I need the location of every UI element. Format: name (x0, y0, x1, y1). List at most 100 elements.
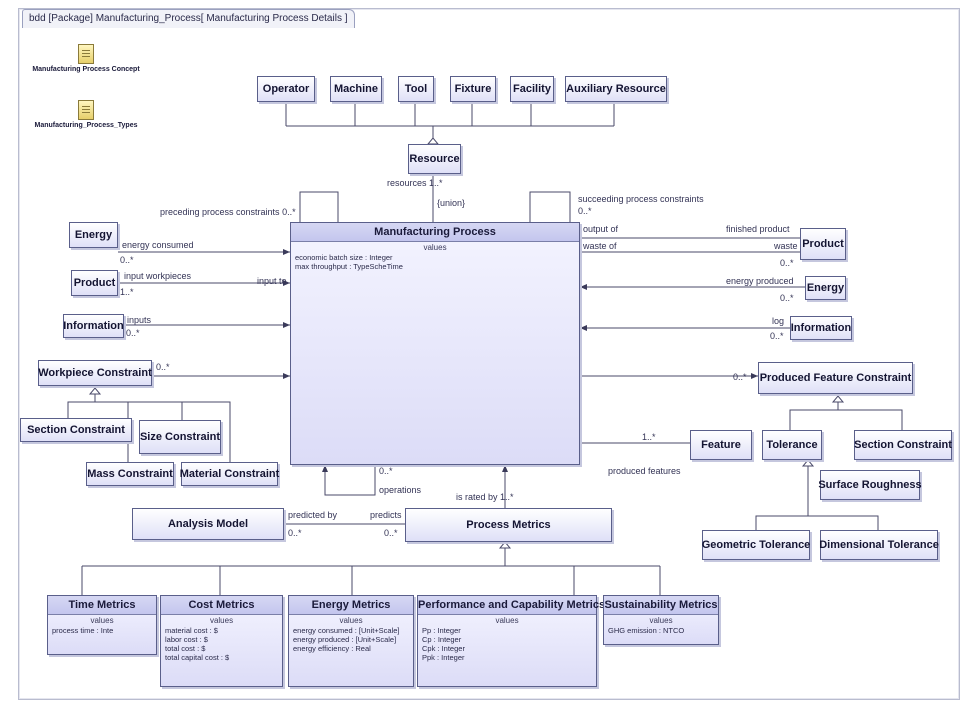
block-analysis-model[interactable]: Analysis Model (132, 508, 284, 540)
label-operations-mult: 0..* (379, 466, 393, 476)
label-metrics-mult: 0..* (384, 528, 398, 538)
label-resources: resources 1..* (387, 178, 443, 188)
attribute-row: GHG emission : NTCO (608, 626, 685, 635)
block-information-right[interactable]: Information (790, 316, 852, 340)
block-product-right[interactable]: Product (800, 228, 846, 260)
block-fixture[interactable]: Fixture (450, 76, 496, 102)
label-feature-mult: 1..* (642, 432, 656, 442)
attribute-row: Ppk : Integer (422, 653, 465, 662)
block-title: Cost Metrics (161, 596, 282, 615)
label-finished-product: finished product (726, 224, 790, 234)
label-energy-produced: energy produced (726, 276, 794, 286)
label-output-of: output of (583, 224, 619, 234)
attribute-row: energy consumed : [Unit+Scale] (293, 626, 400, 635)
values-compartment-label: values (649, 616, 673, 625)
block-auxiliary-resource[interactable]: Auxiliary Resource (565, 76, 667, 102)
attribute-row: Cp : Integer (422, 635, 462, 644)
block-machine[interactable]: Machine (330, 76, 382, 102)
label-predicted-by: predicted by (288, 510, 338, 520)
block-surface-roughness[interactable]: Surface Roughness (818, 470, 922, 500)
label-pfc-mult: 0..* (733, 372, 747, 382)
label-log: log (772, 316, 785, 326)
block-title: Time Metrics (48, 596, 156, 615)
label-input-workpieces: input workpieces (124, 271, 192, 281)
attribute-row: Pp : Integer (422, 626, 461, 635)
label-input-to: input to (257, 276, 287, 286)
label-succeeding-mult: 0..* (578, 206, 592, 216)
block-time-metrics[interactable]: Time Metrics values process time : Inte (47, 595, 157, 655)
label-succeeding: succeeding process constraints (578, 194, 704, 204)
block-dimensional-tolerance[interactable]: Dimensional Tolerance (819, 530, 939, 560)
block-resource[interactable]: Resource (408, 144, 461, 174)
package-icon (78, 44, 94, 64)
diagram-tab[interactable]: bdd [Package] Manufacturing_Process[ Man… (22, 9, 355, 28)
block-title: Manufacturing Process (291, 223, 579, 242)
label-is-rated-by: is rated by 1..* (456, 492, 514, 502)
package-types-label: Manufacturing_Process_Types (34, 122, 138, 129)
label-info-mult: 0..* (770, 331, 784, 341)
label-analysis-mult: 0..* (288, 528, 302, 538)
label-union: {union} (437, 198, 466, 208)
attribute-row: energy efficiency : Real (293, 644, 371, 653)
label-energy-consumed: energy consumed (122, 240, 194, 250)
label-input-mult: 1..* (120, 287, 134, 297)
block-produced-feature-constraint[interactable]: Produced Feature Constraint (758, 362, 913, 394)
label-waste-of: waste of (583, 241, 617, 251)
values-compartment-label: values (495, 616, 519, 625)
label-predicts: predicts (370, 510, 402, 520)
block-size-constraint[interactable]: Size Constraint (139, 420, 221, 454)
block-performance-capability-metrics[interactable]: Performance and Capability Metrics value… (417, 595, 605, 687)
attribute-row: Cpk : Integer (422, 644, 465, 653)
package-concept-label: Manufacturing Process Concept (32, 66, 140, 73)
block-title: Sustainability Metrics (604, 596, 718, 615)
attribute-row: max throughput : TypeScheTime (295, 262, 403, 271)
block-title: Performance and Capability Metrics (418, 596, 605, 615)
block-feature[interactable]: Feature (690, 430, 752, 460)
label-product-mult: 0..* (780, 258, 794, 268)
attribute-row: labor cost : $ (165, 635, 208, 644)
label-operations: operations (379, 485, 422, 495)
values-compartment-label: values (423, 243, 447, 252)
label-energy-produced-mult: 0..* (780, 293, 794, 303)
package-types[interactable]: Manufacturing_Process_Types (26, 100, 146, 129)
block-energy-right[interactable]: Energy (805, 276, 846, 300)
label-wp-mult: 0..* (156, 362, 170, 372)
attribute-row: total cost : $ (165, 644, 206, 653)
block-section-constraint-right[interactable]: Section Constraint (854, 430, 952, 460)
block-sustainability-metrics[interactable]: Sustainability Metrics values GHG emissi… (603, 595, 719, 645)
package-concept[interactable]: Manufacturing Process Concept (26, 44, 146, 73)
block-manufacturing-process[interactable]: Manufacturing Process values economic ba… (290, 222, 580, 465)
attribute-row: process time : Inte (52, 626, 114, 635)
block-cost-metrics[interactable]: Cost Metrics values material cost : $ la… (160, 595, 283, 687)
diagram-tab-label: bdd [Package] Manufacturing_Process[ Man… (29, 13, 348, 24)
values-compartment-label: values (209, 616, 234, 625)
label-inputs-mult: 0..* (126, 328, 140, 338)
values-compartment-label: values (90, 616, 114, 625)
label-produced-features: produced features (608, 466, 681, 476)
block-tool[interactable]: Tool (398, 76, 434, 102)
block-tolerance[interactable]: Tolerance (762, 430, 822, 460)
attribute-row: total capital cost : $ (165, 653, 230, 662)
block-geometric-tolerance[interactable]: Geometric Tolerance (702, 530, 810, 560)
label-preceding: preceding process constraints 0..* (160, 207, 296, 217)
block-energy-metrics[interactable]: Energy Metrics values energy consumed : … (288, 595, 414, 687)
block-information-left[interactable]: Information (63, 314, 124, 338)
block-mass-constraint[interactable]: Mass Constraint (86, 462, 174, 486)
block-facility[interactable]: Facility (510, 76, 554, 102)
block-section-constraint-left[interactable]: Section Constraint (20, 418, 132, 442)
block-product-left[interactable]: Product (71, 270, 118, 296)
attribute-row: energy produced : [Unit+Scale] (293, 635, 397, 644)
values-compartment-label: values (339, 616, 363, 625)
block-operator[interactable]: Operator (257, 76, 315, 102)
block-process-metrics[interactable]: Process Metrics (405, 508, 612, 542)
label-inputs: inputs (127, 315, 152, 325)
block-title: Energy Metrics (289, 596, 413, 615)
attribute-row: economic batch size : Integer (295, 253, 393, 262)
label-waste: waste (774, 241, 798, 251)
attribute-row: material cost : $ (165, 626, 218, 635)
package-icon (78, 100, 94, 120)
block-workpiece-constraint[interactable]: Workpiece Constraint (38, 360, 152, 386)
block-material-constraint[interactable]: Material Constraint (180, 462, 279, 486)
block-energy-left[interactable]: Energy (69, 222, 118, 248)
